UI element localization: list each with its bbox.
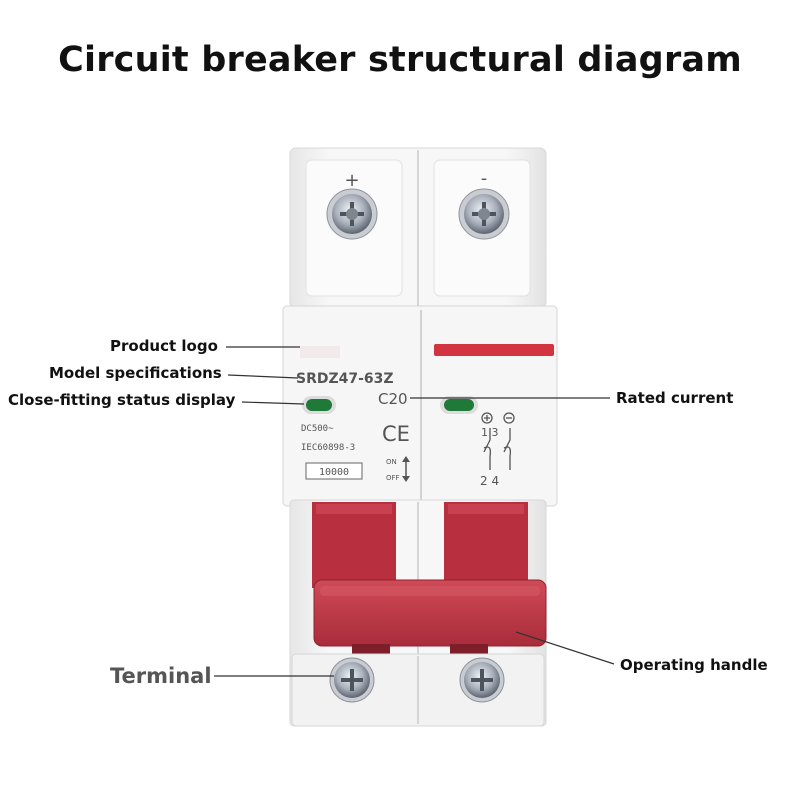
label-product-logo: Product logo: [110, 337, 218, 355]
left-status-indicator: [306, 399, 332, 411]
off-text: OFF: [386, 474, 400, 482]
standard-text: IEC60898-3: [301, 443, 355, 453]
label-operating-handle: Operating handle: [620, 656, 768, 674]
red-stripe: [434, 344, 554, 356]
circuit-symbol-icon: [481, 412, 515, 470]
label-status-display: Close-fitting status display: [8, 391, 236, 409]
rating-text: C20: [378, 390, 408, 408]
top-left-screw: [326, 188, 378, 240]
product-logo-area: [300, 346, 340, 358]
status-display-leader: [241, 401, 305, 405]
front-panel: SRDZ47-63Z C20 DC500~ IEC60898-3 CE 1000…: [282, 305, 558, 507]
bottom-left-screw: [329, 657, 375, 703]
ce-mark: CE: [382, 422, 410, 446]
plus-mark: +: [344, 170, 359, 191]
operating-handle-leader: [515, 631, 615, 665]
label-rated-current: Rated current: [616, 389, 734, 407]
terminal-bottom-numbers: 2 4: [480, 474, 499, 488]
right-status-indicator: [444, 399, 474, 411]
model-leader: [227, 374, 299, 379]
breaking-capacity-text: 10000: [319, 467, 349, 478]
terminal-top-numbers: 1 3: [481, 426, 499, 439]
bottom-right-screw: [459, 657, 505, 703]
label-model-specifications: Model specifications: [49, 364, 222, 382]
leader-lines: [214, 346, 615, 677]
on-text: ON: [386, 458, 397, 466]
bottom-terminal-block: [291, 653, 545, 727]
label-terminal: Terminal: [110, 664, 212, 688]
on-off-arrow-icon: [402, 456, 410, 482]
model-text: SRDZ47-63Z: [296, 371, 394, 387]
minus-mark: -: [481, 168, 488, 189]
voltage-text: DC500~: [301, 424, 334, 434]
top-terminal-block: + -: [289, 147, 547, 309]
top-right-screw: [458, 188, 510, 240]
diagram-title: Circuit breaker structural diagram: [58, 40, 742, 80]
operating-handle: [312, 502, 547, 656]
